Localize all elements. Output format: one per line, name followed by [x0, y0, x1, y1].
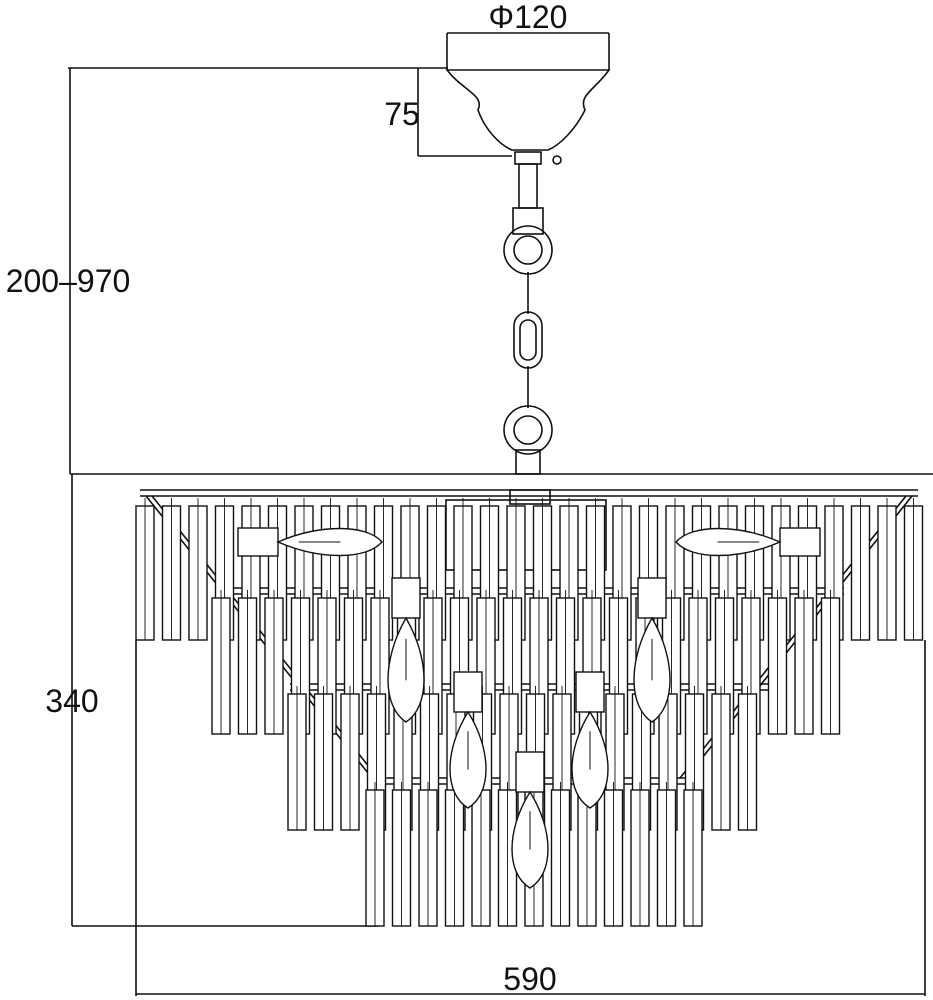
crystal-rod: [340, 686, 360, 831]
crystal-rod: [711, 686, 731, 831]
crystal-rod: [391, 782, 412, 927]
candle-bulb: [449, 671, 487, 809]
crystal-rod: [264, 590, 284, 735]
crystal-rod: [820, 590, 841, 735]
overall-height-dimension: 200–970: [6, 67, 448, 474]
crystal-rod: [737, 686, 758, 831]
canopy-height-dimension: 75: [384, 68, 512, 157]
canopy-diameter-dimension: Φ120: [446, 0, 610, 70]
crystal-rod: [794, 590, 814, 735]
body-height-dimension: 340: [45, 473, 933, 927]
crystal-rod: [903, 498, 924, 641]
overall-height-label: 200–970: [6, 263, 131, 299]
crystal-rod: [497, 782, 518, 927]
crystal-rod: [603, 782, 624, 927]
candle-bulb: [571, 671, 609, 809]
candle-bulb: [511, 751, 549, 889]
crystal-rod: [135, 498, 155, 641]
crystal-rod: [850, 498, 871, 641]
crystal-rod: [550, 782, 571, 927]
crystal-rod: [313, 686, 334, 831]
width-label: 590: [503, 961, 556, 997]
crystal-rod: [287, 686, 307, 831]
crystal-rod: [471, 782, 491, 927]
candle-bulb: [675, 527, 821, 557]
crystal-rod: [188, 498, 208, 641]
suspension-chain: [503, 163, 553, 475]
canopy-diameter-label: Φ120: [489, 0, 568, 35]
crystal-rod: [161, 498, 182, 641]
width-dimension: 590: [135, 640, 926, 997]
crystal-rod: [656, 782, 677, 927]
crystal-rod: [365, 782, 385, 927]
candle-bulb: [387, 577, 425, 723]
crystal-rod: [237, 590, 258, 735]
body-height-label: 340: [45, 683, 98, 719]
canopy-height-label: 75: [384, 96, 420, 132]
crystal-rod: [418, 782, 438, 927]
candle-bulb: [237, 527, 383, 557]
candle-bulb: [633, 577, 671, 723]
crystal-rod: [630, 782, 650, 927]
crystal-rod: [211, 590, 231, 735]
crystal-rod: [444, 782, 465, 927]
crystal-rod: [877, 498, 897, 641]
ceiling-canopy: [445, 69, 611, 165]
crystal-rod: [767, 590, 788, 735]
candle-bulbs: [237, 527, 821, 889]
crystal-rod: [683, 782, 703, 927]
